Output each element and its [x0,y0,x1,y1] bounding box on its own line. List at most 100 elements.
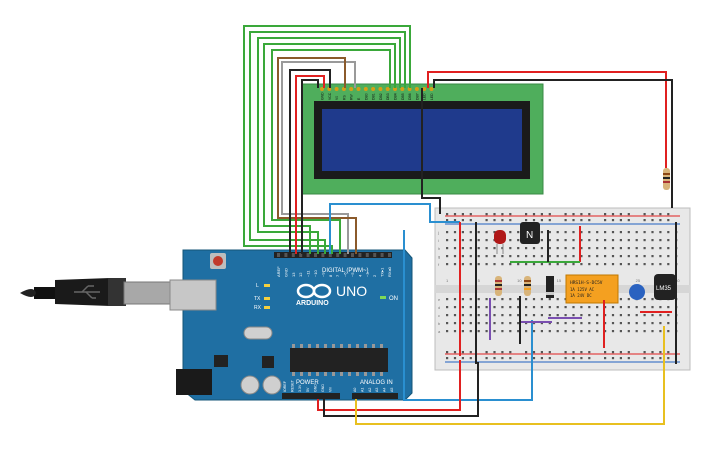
power-header [282,393,340,399]
capacitor [262,375,282,395]
power-pin-label: Vin [329,387,333,392]
lcd-pin-label: DB6 [408,93,412,100]
digital-header [274,252,392,258]
tx-label: TX [254,296,261,302]
column-number: 1 [446,278,449,283]
digital-pin-label: GND [283,268,288,277]
row-letter: f [438,262,440,267]
atmega-chip [290,348,388,372]
digital-pin-label: RX◂0 [387,266,392,277]
wires [243,25,677,425]
lcd-pin-label: LED [423,93,427,100]
sensor-label: LM35 [656,286,672,292]
digital-pin-label: ~11 [306,270,311,277]
usb-icon [74,285,100,299]
row-letter: d [438,305,440,310]
row-letter: i [438,238,439,243]
analog-header-label: ANALOG IN [360,380,393,386]
brand-label: ARDUINO [296,300,329,307]
resistor-2 [524,276,531,296]
lcd-pin-label: DB7 [415,93,419,100]
lcd-pin-label: GND [321,92,325,100]
diode [546,276,554,298]
lcd-pin-label: DB0 [364,93,368,100]
relay: HRS1H-S-DC5V 1A 125V AC 1A 24V DC [565,274,619,304]
digital-pin-label: 8 [328,274,333,277]
power-jack [176,369,212,395]
lcd-pin[interactable] [385,87,390,91]
lcd-pin-label: DB5 [401,93,405,100]
power-header-label: POWER [296,380,319,386]
lcd-pin-label: E [357,97,361,100]
model-label: UNO [336,283,367,299]
digital-pin-label: 2 [372,274,377,277]
analog-pin-label: A2 [368,388,372,392]
power-pin-label: 5V [306,387,310,392]
lcd-pin[interactable] [400,87,405,91]
arduino-logo-icon [296,283,332,299]
digital-pin-label: ~9 [320,272,325,277]
power-pin-label: RESET [291,379,295,392]
lm35-sensor: LM35 [654,274,676,300]
power-pin-label: 3.3V [298,384,302,392]
row-letter: h [438,246,440,251]
row-letter: j [437,230,439,235]
lcd-pin[interactable] [378,87,383,91]
arduino-board: L TX RX ON ARDUINO UNO DIGITAL (PWM~) PO… [169,249,413,401]
l-label: L [256,283,259,289]
power-pin-label: IOREF [283,380,287,392]
lcd-pin[interactable] [349,87,354,91]
relay-label: HRS1H-S-DC5V [570,280,603,286]
lcd-pin[interactable] [356,87,361,91]
power-pin-label: GND [321,384,325,392]
relay-rating: 1A 24V DC [570,293,592,298]
lcd-pin[interactable] [429,87,434,91]
usb-jack [169,279,217,311]
row-letter: c [438,313,440,318]
column-number: 30 [675,278,680,283]
transistor-label: N [526,230,533,241]
on-label: ON [389,296,398,302]
lcd-pin-label: RS [342,95,346,100]
rx-label: RX [254,305,262,311]
column-number: 5 [478,278,481,283]
analog-pin-label: A4 [383,388,387,392]
digital-header-label: DIGITAL (PWM~) [322,268,369,274]
red-led [494,230,506,254]
usb-cable [20,278,183,306]
lcd-pin-label: RW [350,94,354,100]
analog-pin-label: A5 [390,388,394,392]
lcd-pin-label: DB3 [386,93,390,100]
digital-pin-label: ~6 [343,272,348,277]
lcd-pin[interactable] [363,87,368,91]
lcd-pin[interactable] [414,87,419,91]
digital-pin-label: ~5 [350,272,355,277]
digital-pin-label: 12 [298,272,303,277]
crystal [243,326,273,340]
column-number: 15 [557,278,562,283]
lcd-pin[interactable] [371,87,376,91]
lcd-pin-label: VCC [328,92,332,100]
analog-pin-label: A3 [375,388,379,392]
lcd-pin-label: LED [430,93,434,100]
ceramic-capacitor [629,284,645,300]
digital-pin-label: 13 [291,272,296,277]
row-letter: a [438,329,441,334]
digital-pin-label: 7 [335,274,340,277]
capacitor [240,375,260,395]
analog-header [352,393,398,399]
row-letter: e [438,297,441,302]
lcd-pin-label: DB1 [372,93,376,100]
column-number: 10 [517,278,522,283]
digital-pin-label: ~10 [313,269,318,277]
digital-pin-label: 4 [357,274,362,277]
lcd-pin[interactable] [334,87,339,91]
lcd-pin[interactable] [422,87,427,91]
lcd-pin-label: DB2 [379,93,383,100]
column-number: 25 [636,278,641,283]
npn-transistor: N [520,222,540,244]
